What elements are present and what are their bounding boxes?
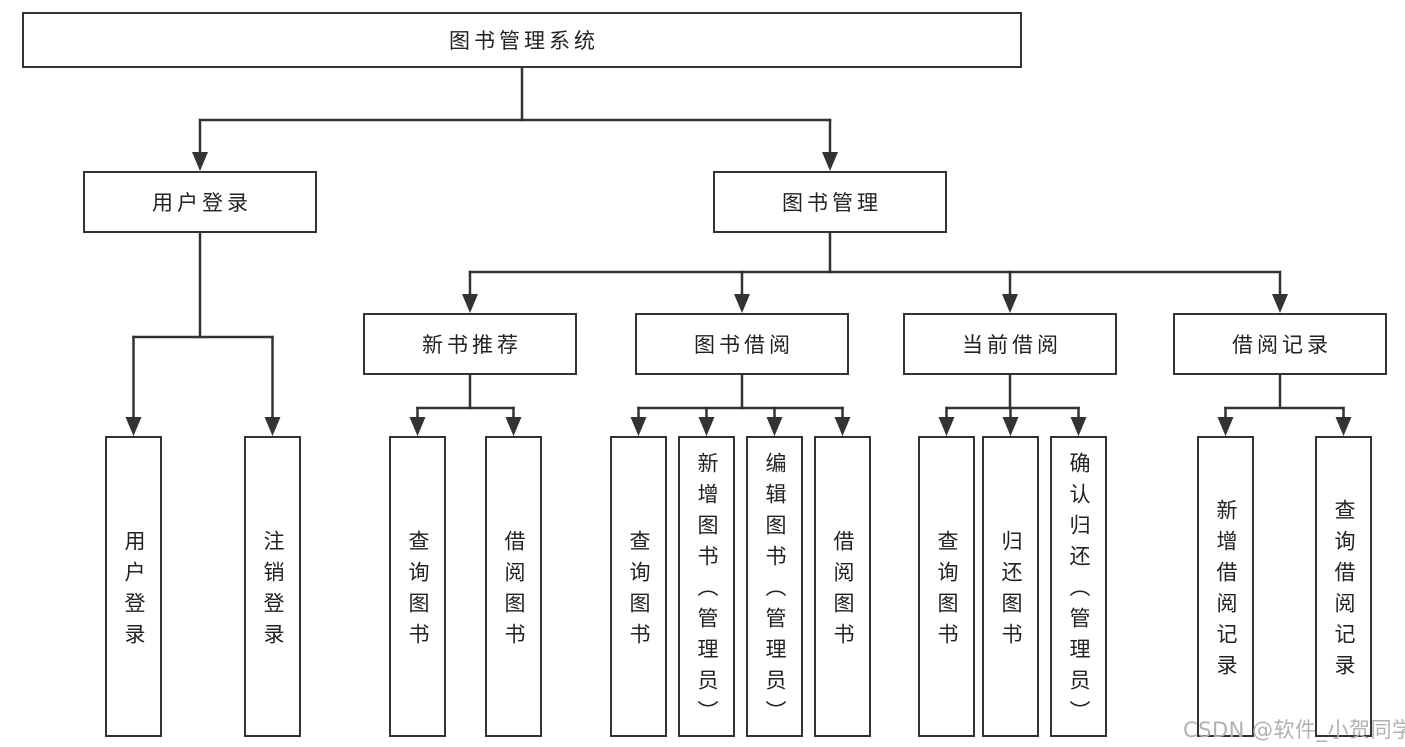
node-book-management: 图书管理 xyxy=(713,171,947,233)
leaf-label: 查询借阅记录 xyxy=(1332,498,1356,685)
leaf-label: 借阅图书 xyxy=(831,529,855,654)
node-label: 图书管理 xyxy=(782,191,882,215)
node-user-login: 用户登录 xyxy=(83,171,317,233)
leaf-query-books: 查询图书 xyxy=(918,436,975,737)
leaf-query-borrow-record: 查询借阅记录 xyxy=(1315,436,1372,737)
leaf-label: 新增借阅记录 xyxy=(1214,498,1238,685)
leaf-borrow-books: 借阅图书 xyxy=(485,436,542,737)
node-label: 新书推荐 xyxy=(422,333,522,357)
node-library-management-system: 图书管理系统 xyxy=(22,12,1022,68)
leaf-label: 编辑图书（管理员） xyxy=(763,452,787,731)
leaf-user-login: 用户登录 xyxy=(105,436,162,737)
leaf-query-books: 查询图书 xyxy=(389,436,446,737)
leaf-label: 确认归还（管理员） xyxy=(1067,452,1091,731)
leaf-borrow-books: 借阅图书 xyxy=(814,436,871,737)
leaf-logout: 注销登录 xyxy=(244,436,301,737)
leaf-label: 查询图书 xyxy=(627,529,651,654)
node-book-borrow: 图书借阅 xyxy=(635,313,849,375)
node-label: 借阅记录 xyxy=(1232,333,1332,357)
leaf-return-book: 归还图书 xyxy=(982,436,1039,737)
leaf-add-book-admin: 新增图书（管理员） xyxy=(678,436,735,737)
leaf-label: 查询图书 xyxy=(406,529,430,654)
node-label: 图书借阅 xyxy=(694,333,794,357)
leaf-label: 归还图书 xyxy=(999,529,1023,654)
leaf-label: 查询图书 xyxy=(935,529,959,654)
leaf-label: 用户登录 xyxy=(122,529,146,654)
node-new-book-recommend: 新书推荐 xyxy=(363,313,577,375)
leaf-label: 注销登录 xyxy=(261,529,285,654)
leaf-edit-book-admin: 编辑图书（管理员） xyxy=(746,436,803,737)
node-current-borrow: 当前借阅 xyxy=(903,313,1117,375)
node-borrow-records: 借阅记录 xyxy=(1173,313,1387,375)
leaf-label: 新增图书（管理员） xyxy=(695,452,719,731)
node-label: 图书管理系统 xyxy=(449,29,599,53)
leaf-confirm-return-admin: 确认归还（管理员） xyxy=(1050,436,1107,737)
csdn-watermark: CSDN @软件_小贺同学 xyxy=(1183,718,1405,742)
node-label: 当前借阅 xyxy=(962,333,1062,357)
leaf-add-borrow-record: 新增借阅记录 xyxy=(1197,436,1254,737)
node-label: 用户登录 xyxy=(152,191,252,215)
leaf-label: 借阅图书 xyxy=(502,529,526,654)
leaf-query-books: 查询图书 xyxy=(610,436,667,737)
